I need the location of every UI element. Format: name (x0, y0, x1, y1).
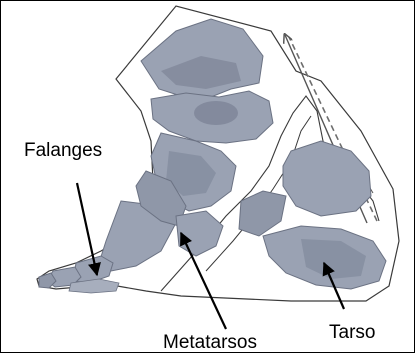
phalanges-label: Falanges (24, 141, 102, 160)
metatarsals-label: Metatarsos (163, 333, 257, 352)
tarsus-label: Tarso (329, 323, 375, 342)
navicular-bone (194, 101, 238, 125)
